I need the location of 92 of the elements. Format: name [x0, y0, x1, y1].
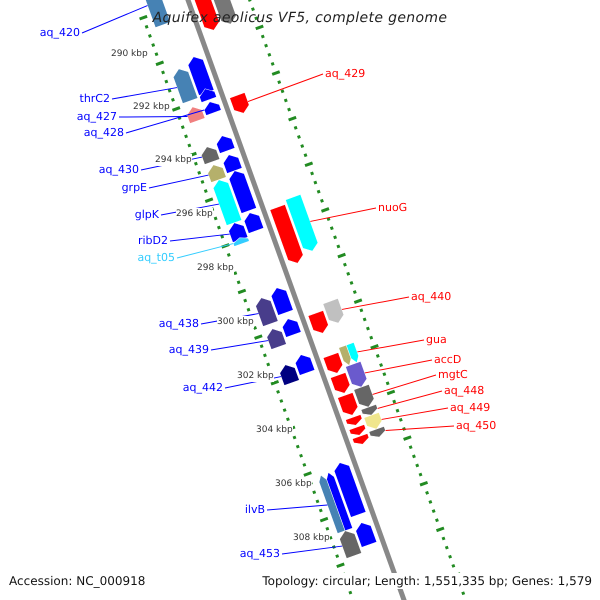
- leader-line: [247, 74, 324, 102]
- leader-line: [377, 390, 442, 409]
- scale-label: 294 kbp: [155, 154, 192, 166]
- gene-bar: [322, 298, 344, 324]
- leader-line: [342, 296, 410, 310]
- gene-bar: [330, 372, 350, 394]
- leader-line: [364, 360, 432, 374]
- leader-line: [148, 174, 210, 188]
- gene-bar: [232, 238, 250, 247]
- gene-bar: [173, 68, 198, 104]
- gene-label: mgtC: [438, 367, 468, 383]
- gene-bar: [270, 204, 304, 264]
- scale-label: 296 kbp: [176, 208, 213, 220]
- gene-label: aq_430: [98, 162, 139, 178]
- gene-bar: [186, 106, 206, 124]
- gene-label: aq_438: [158, 316, 199, 332]
- gene-label: nuoG: [378, 200, 408, 216]
- gene-bar: [348, 424, 366, 436]
- gene-bar: [228, 170, 257, 214]
- gene-label: aq_448: [444, 383, 484, 399]
- gene-bar: [282, 318, 302, 338]
- gene-label: aq_429: [325, 66, 366, 82]
- scale-label: 302 kbp: [237, 370, 274, 382]
- gene-bar: [352, 433, 370, 444]
- gene-bar: [208, 164, 226, 183]
- gene-bar: [334, 462, 366, 518]
- gene-bar: [266, 328, 287, 350]
- gene-label: aq_442: [182, 380, 223, 396]
- gene-label: aq_453: [240, 546, 280, 562]
- gene-bar: [223, 154, 242, 174]
- gene-label: ilvB: [244, 502, 265, 518]
- gene-bar: [201, 146, 220, 165]
- gene-label: aq_439: [168, 342, 209, 358]
- leader-line: [82, 5, 148, 34]
- leader-line: [112, 87, 178, 100]
- gene-bar: [199, 88, 217, 103]
- leader-line: [210, 340, 269, 350]
- gene-label: aq_420: [40, 25, 80, 41]
- scale-label: 292 kbp: [133, 101, 170, 113]
- scale-label: 304 kbp: [256, 424, 293, 436]
- gene-label: accD: [434, 352, 462, 368]
- gene-label: aq_449: [450, 400, 490, 416]
- gene-label: thrC2: [80, 91, 110, 107]
- gene-bar: [280, 364, 300, 386]
- gene-bar: [255, 298, 278, 327]
- leader-line: [282, 546, 343, 554]
- gene-bar: [368, 426, 386, 438]
- leader-line: [381, 408, 448, 420]
- gene-bar: [339, 530, 362, 559]
- gene-bar: [216, 135, 236, 154]
- gene-bar: [345, 361, 368, 388]
- gene-bar: [345, 414, 362, 426]
- scale-label: 300 kbp: [217, 316, 254, 328]
- gene-bar: [270, 287, 294, 316]
- leader-line: [385, 426, 454, 431]
- leader-line: [372, 374, 436, 395]
- gene-label: grpE: [122, 180, 147, 196]
- gene-label: gua: [426, 332, 447, 348]
- leader-line: [126, 109, 205, 134]
- gene-label: aq_450: [456, 418, 496, 434]
- scale-label: 306 kbp: [275, 478, 312, 490]
- leader-line: [176, 243, 234, 258]
- gene-bar: [326, 472, 353, 532]
- leader-line: [170, 234, 230, 242]
- gene-bar: [212, 180, 242, 226]
- gene-label: glpK: [134, 207, 159, 223]
- gene-label: aq_t05: [137, 250, 175, 266]
- gene-label: aq_428: [84, 125, 124, 141]
- gene-bar: [204, 101, 222, 116]
- genome-info-text: Topology: circular; Length: 1,551,335 bp; Genes: 1,579: [262, 573, 592, 589]
- gene-label: aq_440: [411, 289, 452, 305]
- gene-bar: [346, 342, 359, 363]
- gene-bar: [318, 474, 346, 534]
- leader-line: [310, 208, 376, 222]
- gene-bar: [228, 222, 248, 243]
- gene-bar: [360, 404, 378, 416]
- gene-bar: [356, 522, 377, 548]
- accession-text: Accession: NC_000918: [9, 573, 146, 589]
- gene-bar: [322, 352, 343, 374]
- scale-label: 308 kbp: [293, 532, 330, 544]
- gene-label: ribD2: [138, 233, 168, 249]
- gene-bar: [229, 92, 250, 114]
- gene-bar: [285, 194, 318, 252]
- gene-bar: [244, 212, 264, 234]
- scale-label: 290 kbp: [111, 48, 148, 60]
- scale-label: 298 kbp: [197, 262, 234, 274]
- gene-bar: [338, 344, 352, 366]
- gene-bar: [364, 412, 382, 430]
- leader-line: [118, 116, 188, 118]
- gene-bar: [295, 354, 316, 376]
- gene-bar: [308, 310, 329, 334]
- gene-label: aq_427: [76, 109, 117, 125]
